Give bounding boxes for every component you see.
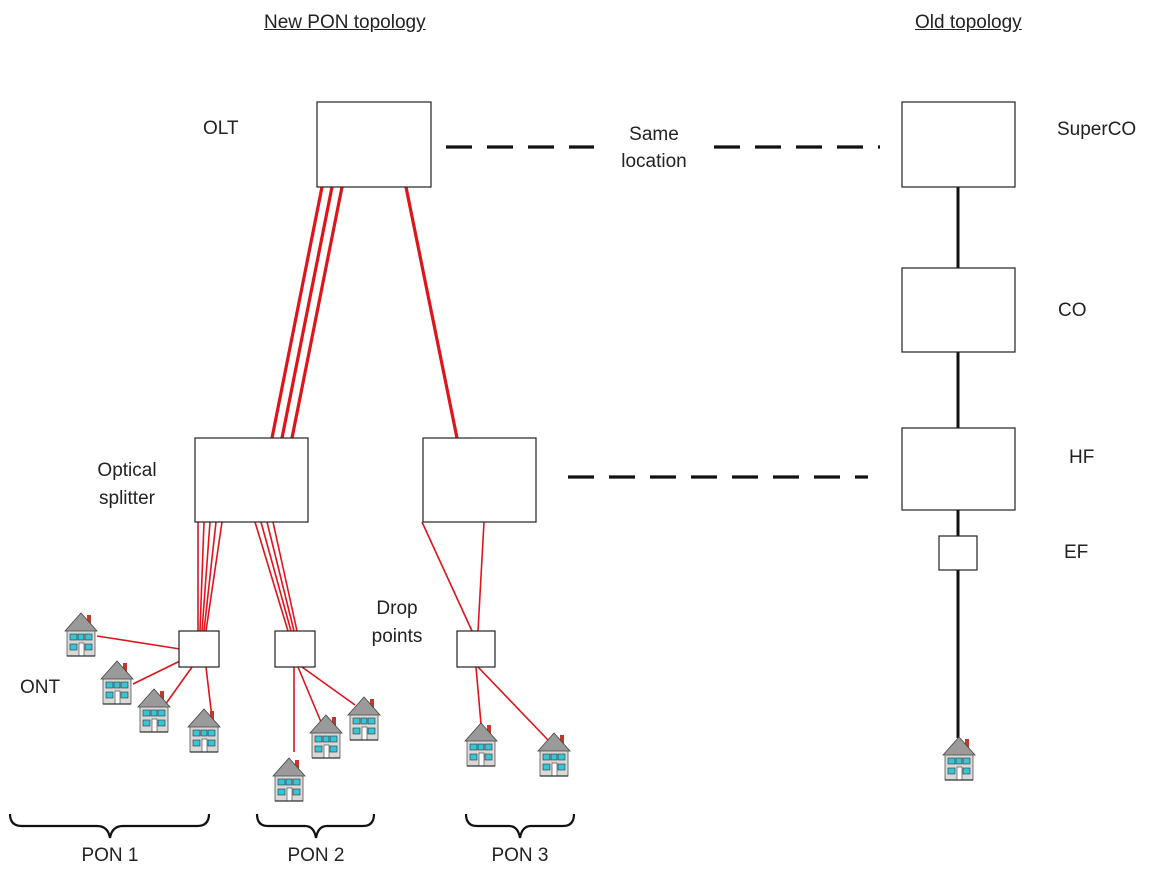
distribution-fiber bbox=[260, 521, 292, 632]
superco-box bbox=[901, 101, 1016, 188]
old-topology-title: Old topology bbox=[915, 12, 1022, 33]
drop-fiber bbox=[477, 666, 549, 741]
distribution-fiber bbox=[272, 521, 298, 632]
optical-splitter-box-2 bbox=[422, 437, 537, 523]
pon-1-brace bbox=[8, 813, 211, 839]
drop-point-box-1 bbox=[178, 630, 220, 668]
pon-braces bbox=[8, 813, 576, 839]
co-label: CO bbox=[1058, 300, 1087, 321]
distribution-fiber bbox=[199, 521, 205, 632]
distribution-fiber bbox=[421, 521, 473, 632]
drop-fiber bbox=[297, 666, 322, 723]
pon-1-label: PON 1 bbox=[81, 845, 139, 866]
olt-box bbox=[316, 101, 432, 188]
distribution-fiber bbox=[266, 521, 295, 632]
superco-label: SuperCO bbox=[1057, 119, 1137, 140]
distribution-fiber bbox=[205, 521, 223, 632]
house-icon bbox=[464, 722, 498, 767]
pon-2-brace bbox=[255, 813, 376, 839]
house-icon bbox=[64, 612, 98, 657]
ef-label: EF bbox=[1064, 542, 1089, 563]
optical-splitter-box-1 bbox=[194, 437, 309, 523]
distribution-fiber bbox=[203, 521, 217, 632]
drop-fiber bbox=[205, 666, 213, 719]
house-icon bbox=[309, 714, 343, 759]
same-location-label: Same location bbox=[621, 124, 687, 172]
pon-3-label: PON 3 bbox=[491, 845, 549, 866]
optical-splitter-label: Optical splitter bbox=[97, 460, 157, 509]
feeder-fiber bbox=[280, 186, 334, 439]
pon-3-brace bbox=[464, 813, 576, 839]
drop-fiber bbox=[96, 635, 181, 650]
house-icon bbox=[942, 736, 976, 781]
co-box bbox=[901, 267, 1016, 353]
pon-2-label: PON 2 bbox=[287, 845, 345, 866]
feeder-fiber bbox=[270, 186, 324, 439]
ef-box bbox=[938, 535, 978, 571]
hf-label: HF bbox=[1069, 447, 1095, 468]
house-icon bbox=[272, 757, 306, 802]
feeder-fiber bbox=[290, 186, 344, 439]
drop-fiber bbox=[301, 666, 356, 706]
drop-points-label: Drop points bbox=[371, 598, 423, 647]
drop-point-box-2 bbox=[274, 630, 316, 668]
distribution-fiber bbox=[201, 521, 211, 632]
hf-box bbox=[901, 427, 1016, 511]
house-icon bbox=[537, 732, 571, 777]
house-icon bbox=[137, 688, 171, 733]
ont-label: ONT bbox=[20, 677, 61, 698]
drop-fibers bbox=[96, 635, 549, 752]
drop-fiber bbox=[475, 666, 482, 725]
distribution-fibers bbox=[197, 521, 485, 632]
new-topology-title: New PON topology bbox=[264, 12, 426, 33]
feeder-fiber bbox=[404, 186, 459, 439]
distribution-fiber bbox=[254, 521, 289, 632]
distribution-fiber bbox=[477, 521, 485, 632]
drop-fiber bbox=[132, 659, 183, 685]
house-icon bbox=[187, 708, 221, 753]
drop-point-box-3 bbox=[456, 630, 496, 668]
house-icon bbox=[100, 660, 134, 705]
olt-label: OLT bbox=[203, 118, 239, 139]
feeder-fibers bbox=[270, 186, 459, 439]
